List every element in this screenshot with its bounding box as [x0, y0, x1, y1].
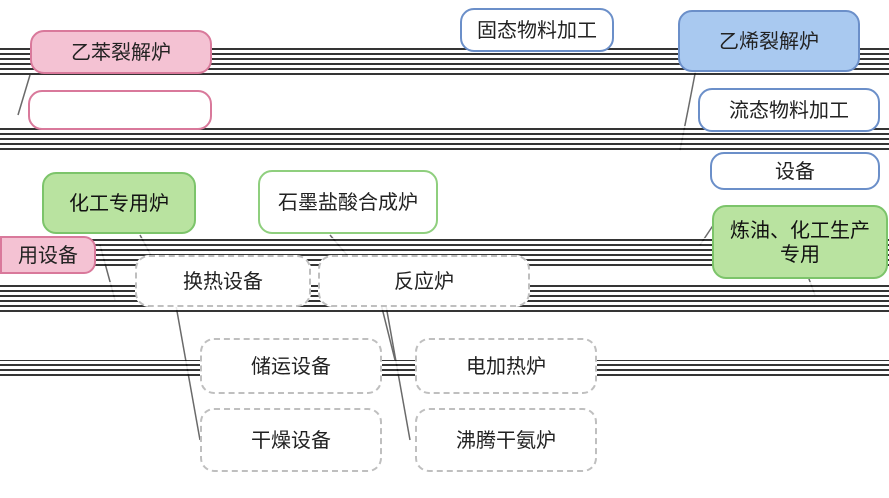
node-label: 干燥设备	[251, 428, 331, 452]
node-label: 乙烯裂解炉	[719, 29, 819, 53]
node-label: 化工专用炉	[69, 191, 169, 215]
node-electric-furnace: 电加热炉	[415, 338, 597, 394]
node-label: 石墨盐酸合成炉	[278, 190, 418, 214]
node-pink-outline	[28, 90, 212, 130]
node-heat-exchange: 换热设备	[135, 255, 311, 307]
node-drying: 干燥设备	[200, 408, 382, 472]
node-label: 流态物料加工	[729, 98, 849, 122]
node-solid-material: 固态物料加工	[460, 8, 614, 52]
node-label: 反应炉	[394, 269, 454, 293]
node-storage: 储运设备	[200, 338, 382, 394]
node-label: 设备	[775, 159, 815, 183]
node-pink-left: 用设备	[0, 236, 96, 274]
node-reaction-furnace: 反应炉	[318, 255, 530, 307]
node-liquid-material: 流态物料加工	[698, 88, 880, 132]
node-ethylene-crack: 乙烯裂解炉	[678, 10, 860, 72]
node-label: 沸腾干氨炉	[456, 428, 556, 452]
node-label: 固态物料加工	[477, 18, 597, 42]
node-label: 储运设备	[251, 354, 331, 378]
node-boiling: 沸腾干氨炉	[415, 408, 597, 472]
node-equipment: 设备	[710, 152, 880, 190]
node-label: 电加热炉	[466, 354, 546, 378]
node-ethylbenzene: 乙苯裂解炉	[30, 30, 212, 74]
node-label: 换热设备	[183, 269, 263, 293]
node-refining: 炼油、化工生产专用	[712, 205, 888, 279]
node-label: 乙苯裂解炉	[71, 40, 171, 64]
node-graphite: 石墨盐酸合成炉	[258, 170, 438, 234]
node-label: 用设备	[18, 243, 78, 267]
node-label: 炼油、化工生产专用	[730, 218, 870, 266]
node-chem-furnace: 化工专用炉	[42, 172, 196, 234]
